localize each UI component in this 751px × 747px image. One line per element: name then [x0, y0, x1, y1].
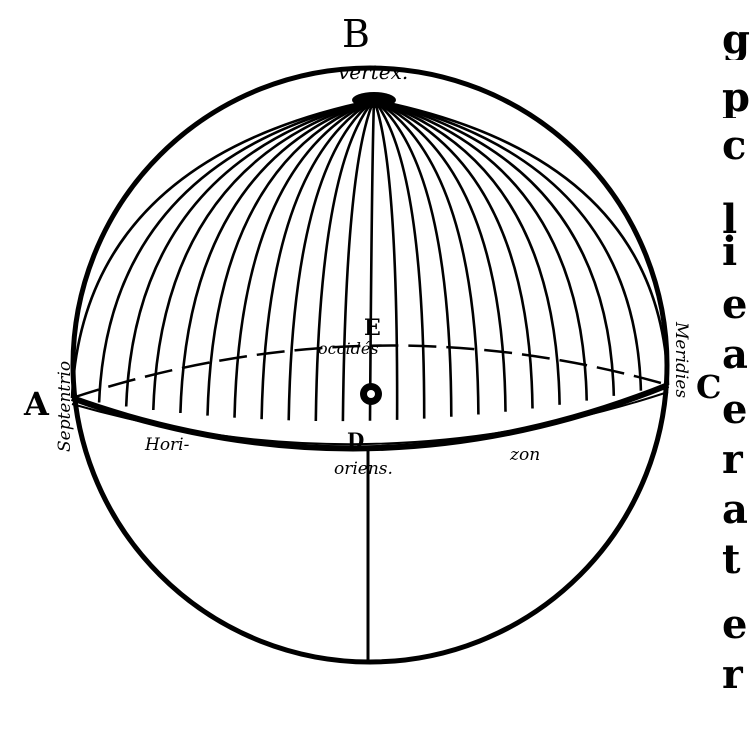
meridian-arc: [97, 98, 375, 403]
meridian-arc: [373, 98, 534, 409]
label-meridies: Meridies: [671, 321, 691, 398]
meridian-arc: [70, 98, 375, 399]
meridian-arc: [373, 98, 480, 415]
meridian-arc: [233, 98, 375, 418]
margin-letter: r: [722, 651, 744, 698]
meridian-arc: [206, 98, 375, 416]
meridian-arc: [314, 99, 375, 422]
margin-letter: e: [722, 601, 748, 648]
meridian-lines: [70, 98, 670, 422]
meridian-arc: [152, 98, 375, 411]
label-occidens: occidés: [318, 339, 379, 358]
margin-letter: e: [722, 386, 748, 433]
margin-letter: p: [722, 74, 750, 121]
horizon-inner-arc: [71, 391, 669, 446]
label-vertex: vertex.: [338, 60, 408, 84]
label-b: B: [342, 12, 370, 56]
label-a: A: [23, 385, 50, 423]
meridian-arc: [373, 98, 453, 417]
label-oriens: oriens.: [334, 459, 393, 479]
margin-letter: g: [722, 16, 750, 63]
label-septentrio: Septentrio: [55, 361, 75, 452]
meridian-arc: [341, 99, 376, 422]
label-c: C: [696, 368, 721, 406]
meridian-arc: [124, 98, 375, 407]
horizon-front-arc: [70, 382, 670, 452]
margin-letter: i: [722, 228, 738, 275]
margin-letter: c: [722, 122, 747, 169]
center-earth-hole: [367, 390, 375, 398]
meridian-arc: [287, 98, 375, 421]
horizon-back-arc: [71, 344, 669, 400]
vertex-point: [352, 92, 396, 108]
meridian-arc: [373, 98, 507, 412]
label-horizon-right: zon: [509, 445, 540, 465]
label-e: E: [364, 315, 381, 341]
margin-letter: l: [722, 196, 738, 243]
margin-letter: t: [722, 536, 741, 583]
meridian-arc: [373, 98, 643, 391]
meridian-arc: [368, 99, 376, 421]
meridian-arc: [373, 98, 616, 396]
meridian-arc: [372, 99, 399, 420]
label-horizon-left: Hori-: [144, 435, 190, 455]
margin-letter: a: [722, 486, 748, 533]
meridian-arc: [372, 99, 426, 419]
meridian-arc: [179, 98, 375, 414]
meridian-arc: [373, 98, 670, 386]
label-d: D: [347, 428, 364, 452]
meridian-arc: [373, 98, 588, 401]
meridian-arc: [373, 98, 561, 405]
margin-letter: r: [722, 436, 744, 483]
margin-letter: a: [722, 331, 748, 378]
margin-letter: e: [722, 281, 748, 328]
